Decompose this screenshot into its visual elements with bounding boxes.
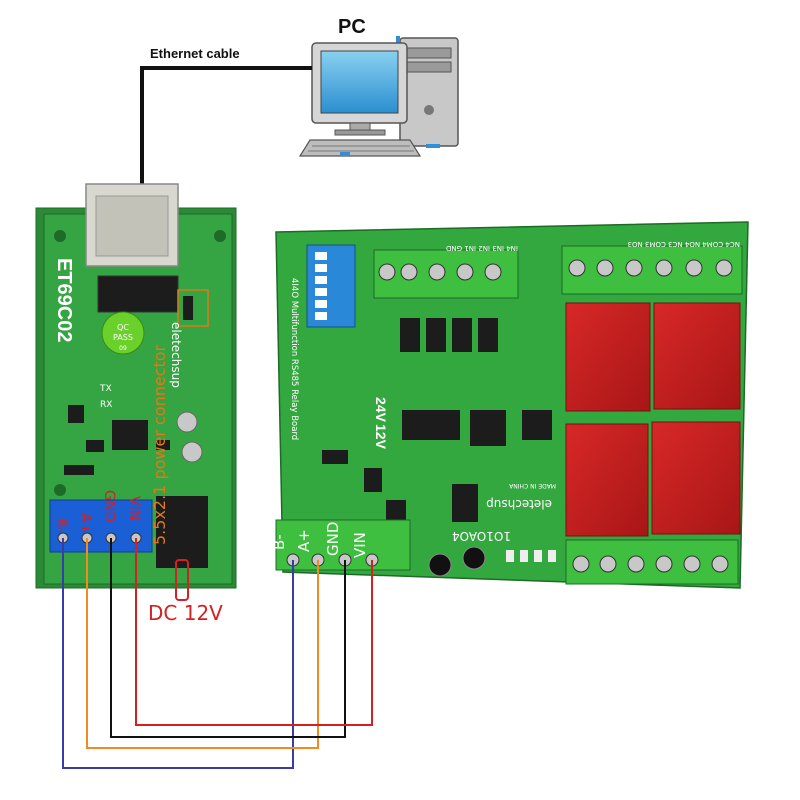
right-board-title: 4I4O Multifunction RS485 Relay Board bbox=[289, 278, 299, 440]
ethernet-cable-label: Ethernet cable bbox=[150, 46, 240, 61]
relay-terminal-bottom bbox=[565, 539, 739, 585]
right-terminal-a: A+ bbox=[295, 529, 313, 552]
made-in-label: MADE IN CHINA bbox=[508, 482, 556, 489]
qc-line-3: 09 bbox=[119, 345, 127, 352]
left-board: QC PASS 09 ET69C02 eletechsup TX RX bbox=[35, 183, 237, 589]
left-board-brand: eletechsup bbox=[169, 322, 183, 388]
right-board-brand: eletechsup bbox=[486, 497, 552, 511]
dc-plug-icon bbox=[175, 559, 189, 601]
right-ic bbox=[402, 410, 460, 440]
power-connector-label: 5.5x2.1 power connector bbox=[150, 344, 169, 545]
qc-line-1: QC bbox=[117, 323, 129, 332]
dip-switch bbox=[306, 244, 356, 328]
jumper-box bbox=[177, 289, 209, 327]
wire-vin bbox=[135, 538, 373, 726]
right-board-model: 1O1OAO4 bbox=[452, 529, 511, 543]
pc-computer-icon bbox=[298, 36, 459, 157]
qc-line-2: PASS bbox=[113, 333, 133, 342]
relay-4 bbox=[565, 302, 651, 412]
wires bbox=[62, 538, 373, 769]
wire-b bbox=[62, 538, 294, 769]
dc-label: DC 12V bbox=[148, 601, 223, 625]
rx-label: RX bbox=[100, 400, 112, 410]
relay-labels: NC4 COM4 NO4 NC3 COM3 NO3 bbox=[628, 240, 740, 248]
wire-a bbox=[86, 538, 319, 749]
relay-3 bbox=[653, 302, 741, 410]
left-board-model: ET69C02 bbox=[53, 258, 75, 343]
main-chip bbox=[97, 275, 179, 313]
left-terminal-gnd: GND bbox=[101, 490, 117, 522]
left-ic bbox=[112, 420, 148, 450]
v24-label: 24V bbox=[373, 397, 389, 423]
relay-1 bbox=[651, 421, 741, 535]
right-terminal-gnd: GND bbox=[324, 522, 342, 556]
left-terminal-a: A+ bbox=[77, 513, 93, 534]
left-terminal-vin: VIN bbox=[126, 496, 142, 520]
qc-sticker bbox=[101, 311, 145, 355]
relay-2 bbox=[565, 423, 649, 537]
right-terminal-vin: VIN bbox=[351, 532, 369, 558]
capacitor bbox=[176, 411, 198, 433]
input-labels: IN4 IN3 IN2 IN1 GND bbox=[446, 244, 518, 252]
relay-terminal-top bbox=[561, 245, 743, 295]
wire-gnd bbox=[110, 538, 346, 738]
ethernet-cable bbox=[140, 66, 312, 192]
right-board: 4I4O Multifunction RS485 Relay Board 24V… bbox=[275, 221, 749, 589]
v12-label: 12V bbox=[373, 424, 389, 450]
pc-label: PC bbox=[338, 16, 366, 38]
tx-label: TX bbox=[99, 384, 112, 394]
dc-power-jack bbox=[156, 496, 208, 568]
right-terminal-b: B- bbox=[270, 534, 288, 550]
left-terminal-b: B- bbox=[53, 518, 69, 533]
